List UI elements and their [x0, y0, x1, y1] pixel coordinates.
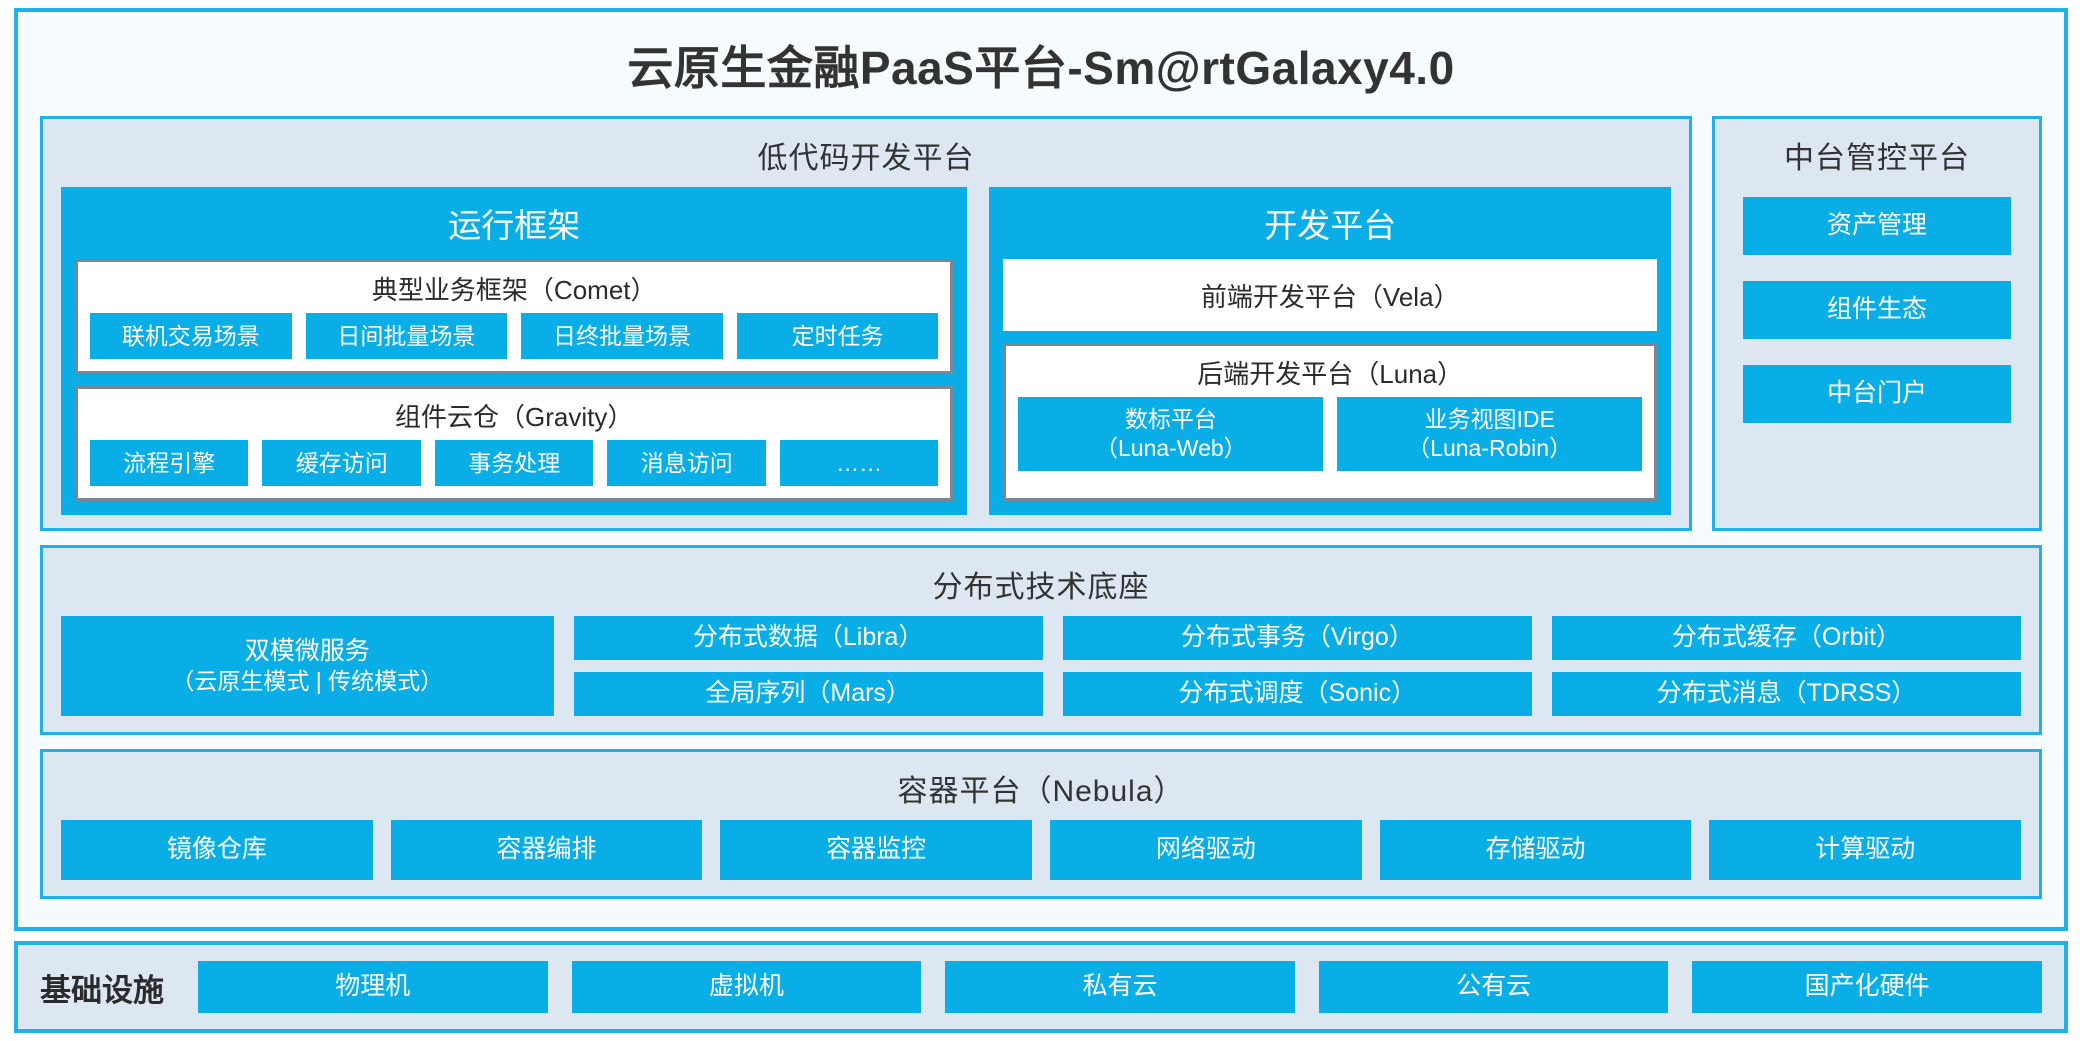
- page-title: 云原生金融PaaS平台-Sm@rtGalaxy4.0: [627, 42, 1455, 94]
- distributed-column-3: 分布式缓存（Orbit） 分布式消息（TDRSS）: [1551, 616, 2022, 716]
- chip-distributed-scheduling-sonic[interactable]: 分布式调度（Sonic）: [1062, 672, 1532, 716]
- chip-luna-robin-code: （Luna-Robin）: [1407, 435, 1573, 461]
- chip-dual-mode-name: 双模微服务: [244, 637, 370, 665]
- container-platform-body: 镜像仓库 容器编排 容器监控 网络驱动 存储驱动 计算驱动: [43, 820, 2039, 896]
- chip-domestic-hardware[interactable]: 国产化硬件: [1692, 961, 2042, 1013]
- comet-group: 典型业务框架（Comet） 联机交易场景 日间批量场景 日终批量场景 定时任务: [75, 259, 954, 374]
- chip-physical-machine[interactable]: 物理机: [198, 961, 548, 1013]
- infrastructure-bar: 基础设施 物理机 虚拟机 私有云 公有云 国产化硬件: [14, 941, 2068, 1033]
- chip-control-portal[interactable]: 中台门户: [1743, 365, 2011, 423]
- dual-mode-microservice-wrapper: 双模微服务 （云原生模式 | 传统模式）: [61, 616, 554, 716]
- backend-chip-row: 数标平台 （Luna-Web） 业务视图IDE （Luna-Robin）: [1018, 397, 1643, 471]
- chip-luna-web-code: （Luna-Web）: [1094, 435, 1247, 461]
- gravity-group-title: 组件云仓（Gravity）: [395, 402, 634, 432]
- distributed-column-2: 分布式事务（Virgo） 分布式调度（Sonic）: [1062, 616, 1532, 716]
- chip-online-transaction[interactable]: 联机交易场景: [90, 313, 292, 359]
- chip-container-orchestration[interactable]: 容器编排: [390, 820, 703, 880]
- chip-distributed-data-libra[interactable]: 分布式数据（Libra）: [573, 616, 1043, 660]
- chip-luna-web-name: 数标平台: [1124, 406, 1217, 433]
- development-platform-block: 开发平台 前端开发平台（Vela） 后端开发平台（Luna） 数标平台: [989, 187, 1671, 515]
- distributed-foundation-body: 双模微服务 （云原生模式 | 传统模式） 分布式数据（Libra） 全局序列（M…: [43, 616, 2039, 732]
- control-platform-panel: 中台管控平台 资产管理 组件生态 中台门户: [1712, 116, 2042, 531]
- chip-luna-web[interactable]: 数标平台 （Luna-Web）: [1018, 397, 1324, 471]
- chip-public-cloud[interactable]: 公有云: [1318, 961, 1669, 1013]
- gravity-chip-row: 流程引擎 缓存访问 事务处理 消息访问 ……: [90, 440, 939, 486]
- distributed-column-1: 分布式数据（Libra） 全局序列（Mars）: [573, 616, 1043, 716]
- comet-group-title: 典型业务框架（Comet）: [371, 275, 657, 305]
- chip-luna-robin-name: 业务视图IDE: [1424, 406, 1555, 433]
- chip-dual-mode-microservice[interactable]: 双模微服务 （云原生模式 | 传统模式）: [61, 616, 554, 716]
- top-row: 低代码开发平台 运行框架 典型业务框架（Comet） 联机交易场景: [40, 116, 2042, 531]
- backend-platform-title: 后端开发平台（Luna）: [1197, 359, 1464, 389]
- chip-process-engine[interactable]: 流程引擎: [90, 440, 249, 486]
- development-platform-column: 开发平台 前端开发平台（Vela） 后端开发平台（Luna） 数标平台: [989, 187, 1671, 515]
- lowcode-platform-panel: 低代码开发平台 运行框架 典型业务框架（Comet） 联机交易场景: [40, 116, 1692, 531]
- chip-network-driver[interactable]: 网络驱动: [1050, 820, 1362, 880]
- chip-message-access[interactable]: 消息访问: [607, 440, 766, 486]
- chip-virtual-machine[interactable]: 虚拟机: [571, 961, 922, 1013]
- infrastructure-items: 物理机 虚拟机 私有云 公有云 国产化硬件: [198, 961, 2042, 1013]
- runtime-framework-title: 运行框架: [448, 207, 581, 244]
- chip-container-monitoring[interactable]: 容器监控: [720, 820, 1033, 880]
- backend-platform-group: 后端开发平台（Luna） 数标平台 （Luna-Web） 业务视图IDE: [1003, 343, 1657, 501]
- chip-cache-access[interactable]: 缓存访问: [262, 440, 421, 486]
- development-platform-title: 开发平台: [1264, 207, 1397, 244]
- chip-compute-driver[interactable]: 计算驱动: [1709, 820, 2022, 880]
- chip-distributed-cache-orbit[interactable]: 分布式缓存（Orbit）: [1551, 616, 2022, 660]
- frontend-platform-label: 前端开发平台（Vela）: [1200, 281, 1460, 312]
- chip-distributed-transaction-virgo[interactable]: 分布式事务（Virgo）: [1062, 616, 1532, 660]
- container-platform-title: 容器平台（Nebula）: [897, 775, 1185, 808]
- distributed-foundation-title: 分布式技术底座: [932, 571, 1150, 604]
- lowcode-platform-title: 低代码开发平台: [757, 142, 975, 175]
- infrastructure-label: 基础设施: [40, 972, 164, 1008]
- container-platform-panel: 容器平台（Nebula） 镜像仓库 容器编排 容器监控 网络驱动 存储驱动 计算…: [40, 749, 2042, 899]
- runtime-framework-block: 运行框架 典型业务框架（Comet） 联机交易场景 日间批量场景 日终批量场景 …: [61, 187, 968, 515]
- chip-distributed-message-tdrss[interactable]: 分布式消息（TDRSS）: [1551, 672, 2022, 716]
- chip-image-repository[interactable]: 镜像仓库: [61, 820, 373, 880]
- chip-transaction-processing[interactable]: 事务处理: [434, 440, 594, 486]
- control-platform-title: 中台管控平台: [1784, 142, 1970, 175]
- chip-more-ellipsis[interactable]: ……: [779, 440, 939, 486]
- control-platform-items: 资产管理 组件生态 中台门户: [1715, 187, 2039, 528]
- chip-scheduled-task[interactable]: 定时任务: [736, 313, 939, 359]
- chip-dual-mode-sub: （云原生模式 | 传统模式）: [171, 668, 444, 695]
- lowcode-columns: 运行框架 典型业务框架（Comet） 联机交易场景 日间批量场景 日终批量场景 …: [43, 187, 1689, 533]
- platform-outer-card: 云原生金融PaaS平台-Sm@rtGalaxy4.0 低代码开发平台 运行框架: [14, 8, 2068, 931]
- chip-eod-batch[interactable]: 日终批量场景: [521, 313, 723, 359]
- chip-global-sequence-mars[interactable]: 全局序列（Mars）: [573, 672, 1043, 716]
- comet-chip-row: 联机交易场景 日间批量场景 日终批量场景 定时任务: [90, 313, 939, 359]
- chip-storage-driver[interactable]: 存储驱动: [1379, 820, 1692, 880]
- chip-asset-management[interactable]: 资产管理: [1743, 197, 2011, 255]
- chip-component-ecosystem[interactable]: 组件生态: [1743, 281, 2011, 339]
- diagram-stage: 低代码开发平台 运行框架 典型业务框架（Comet） 联机交易场景: [18, 116, 2064, 927]
- chip-luna-robin[interactable]: 业务视图IDE （Luna-Robin）: [1337, 397, 1643, 471]
- gravity-group: 组件云仓（Gravity） 流程引擎 缓存访问 事务处理 消息访问 ……: [75, 386, 954, 501]
- chip-private-cloud[interactable]: 私有云: [945, 961, 1295, 1013]
- runtime-framework-column: 运行框架 典型业务框架（Comet） 联机交易场景 日间批量场景 日终批量场景 …: [61, 187, 968, 515]
- distributed-foundation-panel: 分布式技术底座 双模微服务 （云原生模式 | 传统模式） 分布式数据（Libra…: [40, 545, 2042, 735]
- chip-intraday-batch[interactable]: 日间批量场景: [305, 313, 508, 359]
- frontend-platform-box[interactable]: 前端开发平台（Vela）: [1003, 259, 1657, 331]
